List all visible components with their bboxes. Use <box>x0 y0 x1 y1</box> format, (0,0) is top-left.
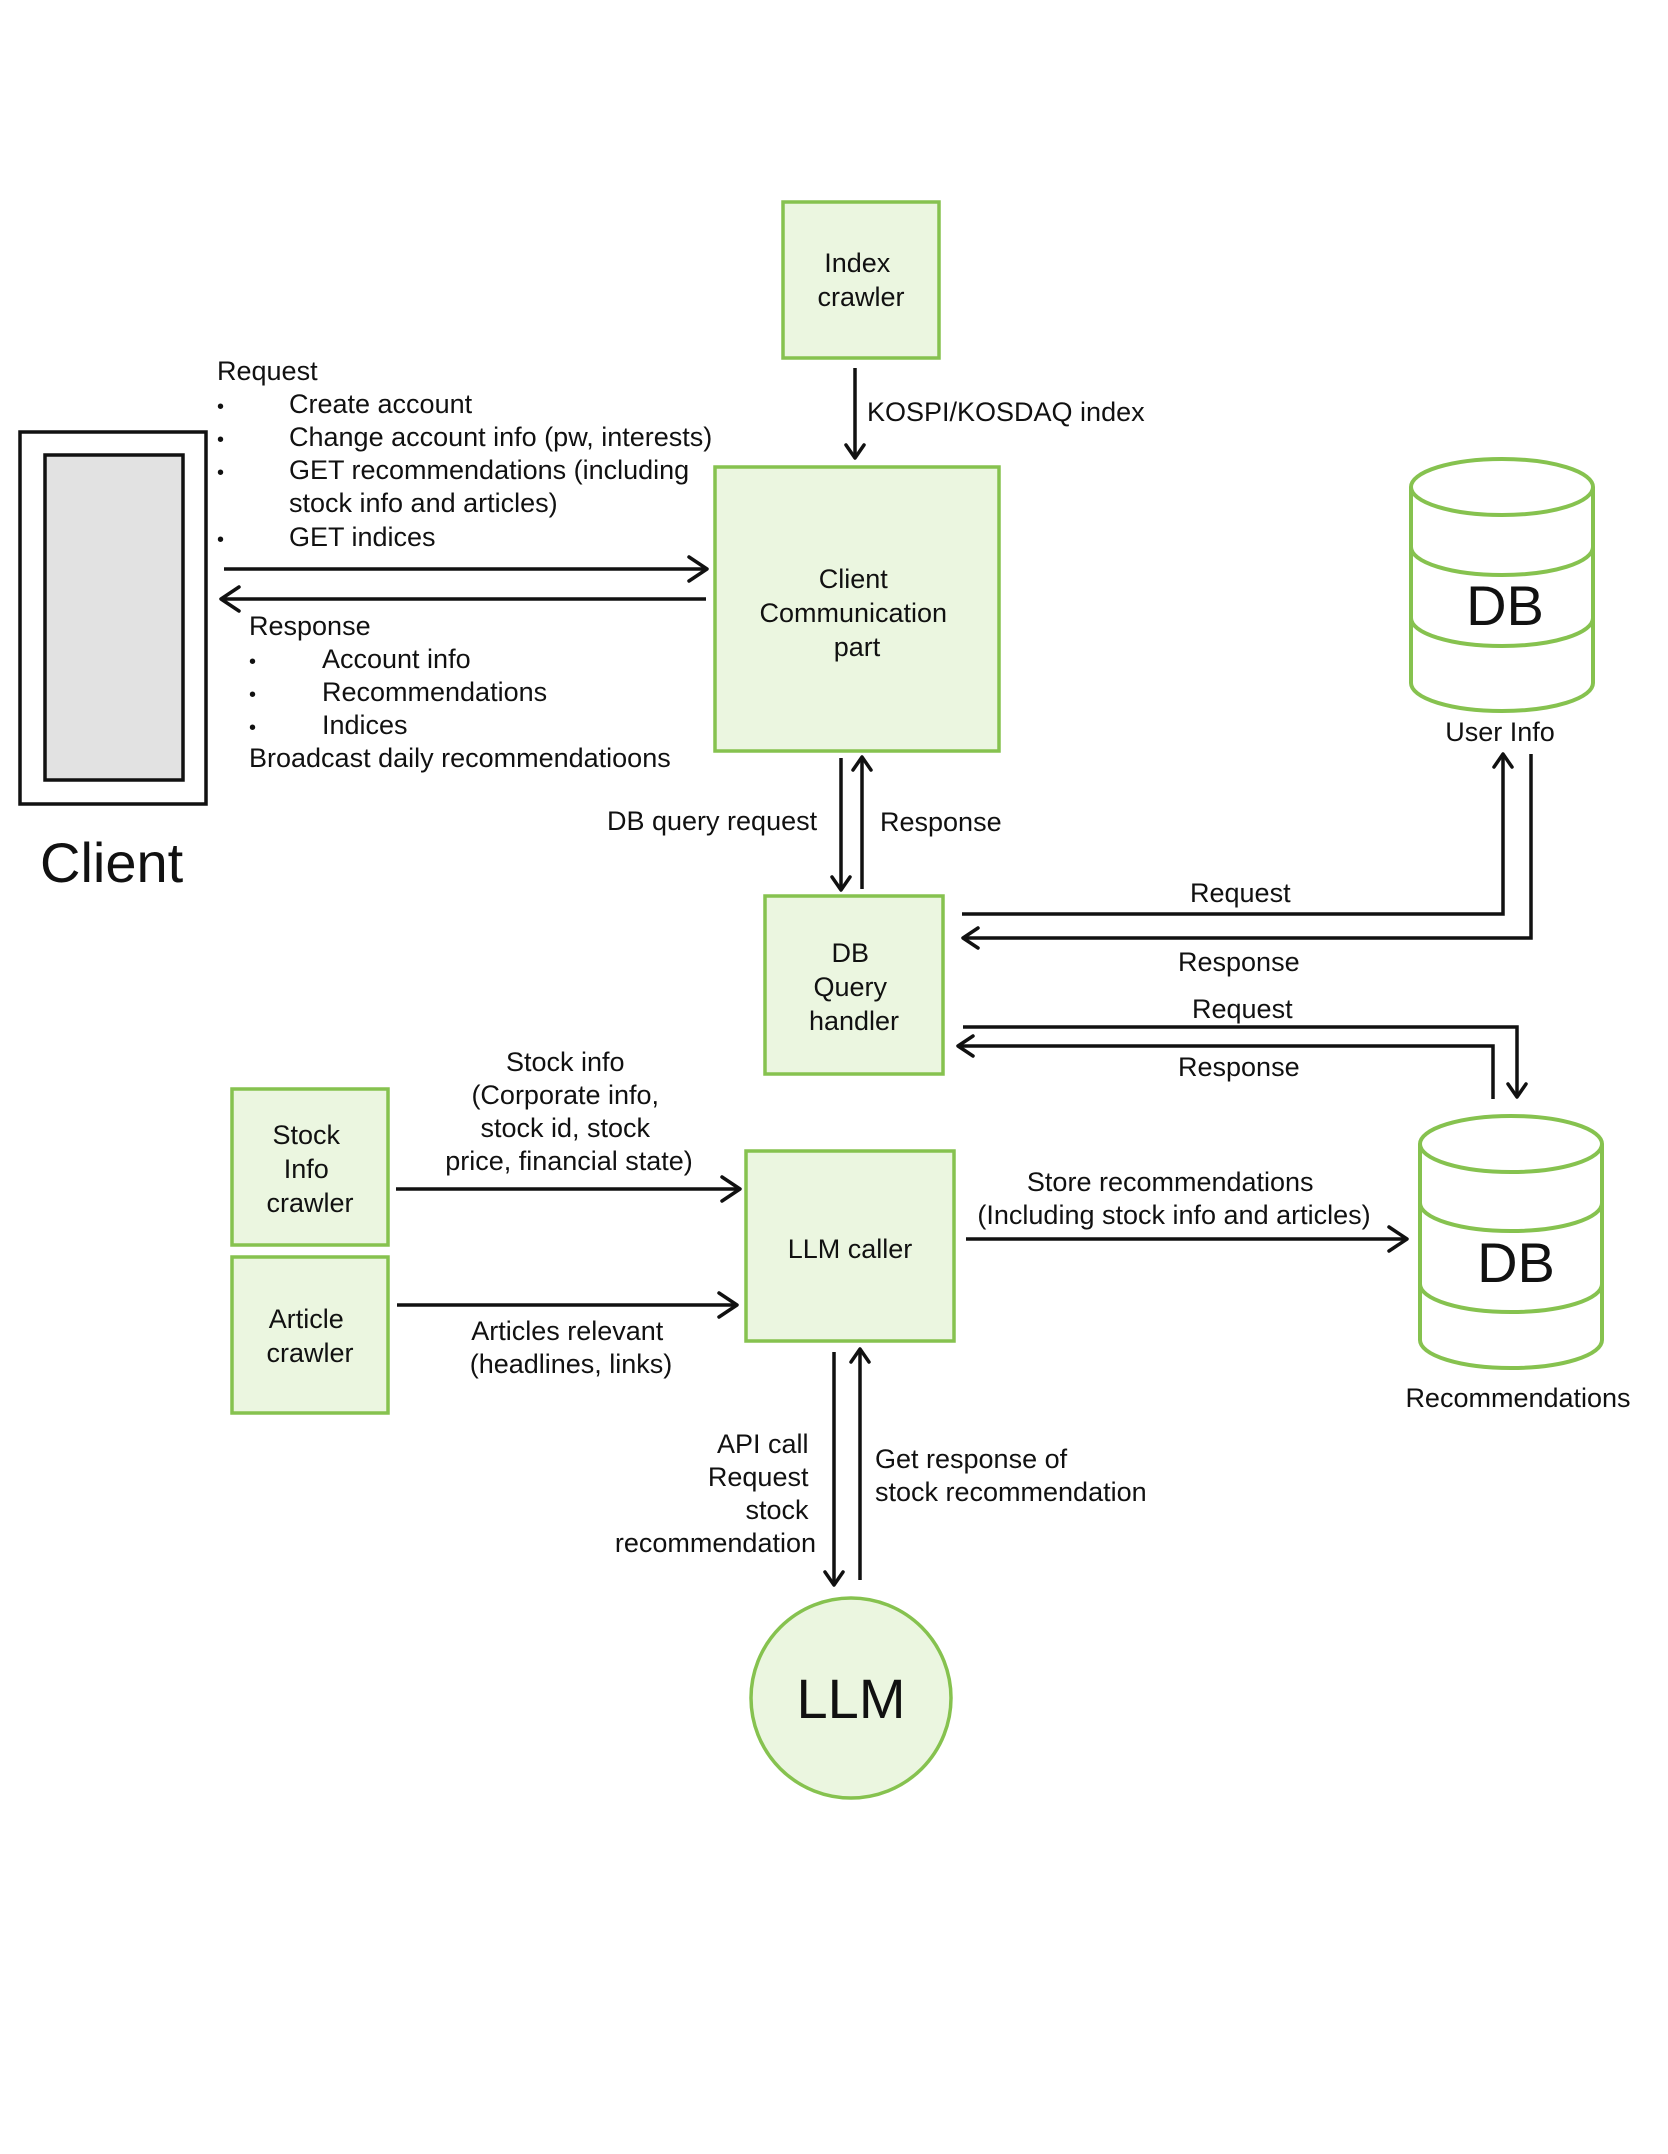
list-bullet: • <box>249 717 256 739</box>
get-response-label: Get response of stock recommendation <box>875 1444 1147 1507</box>
edge-rec-response <box>958 1044 1495 1099</box>
list-item: GET recommendations (including <box>289 455 689 485</box>
llm-label: LLM <box>797 1667 906 1730</box>
list-bullet: • <box>217 462 224 484</box>
llm-caller-label: LLM caller <box>788 1234 913 1264</box>
list-bullet: • <box>217 429 224 451</box>
llm-caller-node <box>744 1149 956 1343</box>
article-crawler-node <box>230 1255 390 1415</box>
list-bullet: • <box>217 529 224 551</box>
client-device <box>18 430 208 806</box>
arrowhead <box>851 755 873 772</box>
arrowhead <box>961 926 980 950</box>
index-crawler-node <box>781 200 941 360</box>
list-item: Account info <box>322 644 471 674</box>
client-communication-node <box>713 465 1001 753</box>
client-screen <box>43 453 185 782</box>
edge-user-response <box>963 754 1533 940</box>
user-info-db-caption: User Info <box>1445 717 1555 747</box>
db-query-handler-label: DB Query handler <box>809 938 899 1036</box>
arrowhead <box>219 585 241 613</box>
arrowhead <box>1387 1225 1409 1253</box>
llm-node <box>749 1596 953 1800</box>
rec-request-label: Request <box>1192 994 1293 1024</box>
recommendations-db-label: DB <box>1477 1231 1555 1294</box>
list-item: Change account info (pw, interests) <box>289 422 712 452</box>
list-item: Recommendations <box>322 677 547 707</box>
list-item: stock info and articles) <box>289 488 558 518</box>
list-item: GET indices <box>289 522 436 552</box>
arrowhead <box>849 1347 871 1364</box>
articles-label: Articles relevant (headlines, links) <box>470 1316 673 1379</box>
arrowhead <box>687 555 709 583</box>
db-query-request-label: DB query request <box>607 806 818 836</box>
arrowhead <box>830 875 852 892</box>
rec-response-label: Response <box>1178 1052 1300 1082</box>
client-response-list: • Account info • Recommendations • Indic… <box>249 644 547 740</box>
recommendations-db <box>1418 1114 1604 1370</box>
api-call-label: API call Request stock recommendation <box>615 1429 816 1558</box>
list-bullet: • <box>249 684 256 706</box>
store-rec-label: Store recommendations (Including stock i… <box>977 1167 1370 1230</box>
recommendations-db-caption: Recommendations <box>1405 1383 1630 1413</box>
article-crawler-label: Article crawler <box>266 1304 353 1368</box>
arrowhead <box>1506 1082 1528 1099</box>
client-communication-label: Client Communication part <box>759 564 954 662</box>
kospi-index-label: KOSPI/KOSDAQ index <box>867 397 1145 427</box>
list-item: Indices <box>322 710 408 740</box>
arrowhead <box>720 1175 742 1203</box>
client-response-title: Response <box>249 611 371 641</box>
arrowhead <box>844 443 866 460</box>
client-response-footer: Broadcast daily recommendatioons <box>249 743 671 773</box>
stock-info-label: Stock info (Corporate info, stock id, st… <box>445 1047 693 1176</box>
stock-info-crawler-label: Stock Info crawler <box>266 1120 353 1218</box>
user-response-label: Response <box>1178 947 1300 977</box>
edge-user-request <box>962 754 1505 916</box>
client-label: Client <box>40 831 184 894</box>
user-info-db <box>1409 457 1595 713</box>
client-request-title: Request <box>217 356 318 386</box>
db-query-response-label: Response <box>880 807 1002 837</box>
arrowhead <box>823 1570 845 1587</box>
list-item: Create account <box>289 389 473 419</box>
arrowhead <box>1492 752 1514 769</box>
client-request-list: • Create account • Change account info (… <box>217 389 712 552</box>
user-info-db-label: DB <box>1466 574 1544 637</box>
user-request-label: Request <box>1190 878 1291 908</box>
list-bullet: • <box>249 651 256 673</box>
arrowhead <box>717 1291 739 1319</box>
edge-rec-request <box>963 1025 1519 1097</box>
list-bullet: • <box>217 396 224 418</box>
index-crawler-label: Index crawler <box>817 248 904 312</box>
arrowhead <box>956 1034 975 1058</box>
db-query-handler-node <box>763 894 945 1076</box>
stock-info-crawler-node <box>230 1087 390 1247</box>
